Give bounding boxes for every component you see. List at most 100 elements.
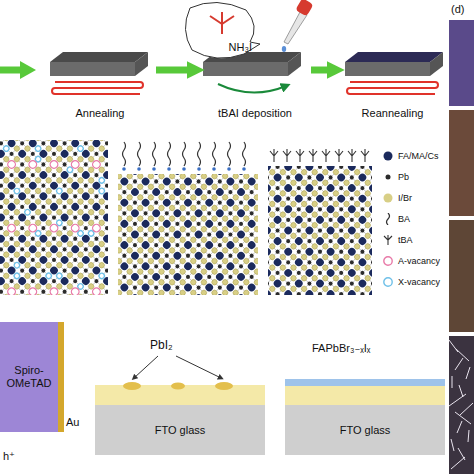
pb-atom [104, 140, 108, 146]
a-cation [268, 204, 272, 215]
a-cation [214, 229, 225, 240]
a-cation [304, 289, 315, 295]
a-cation [193, 174, 204, 176]
pb-atom [228, 253, 234, 259]
pb-atom [9, 236, 15, 242]
ba-head [137, 167, 141, 171]
a-cation [172, 229, 183, 240]
node-text: FTO glass [155, 424, 206, 437]
pb-atom [83, 162, 89, 168]
a-cation [17, 255, 28, 266]
pb-atom [19, 225, 25, 231]
a-cation [49, 202, 60, 213]
a-vacancy [49, 286, 60, 295]
a-cation [70, 244, 81, 255]
pb-atom [349, 175, 355, 181]
a-cation [27, 140, 38, 149]
perovskite-lattice [268, 166, 372, 295]
pb-atom [285, 217, 291, 223]
a-cation [118, 174, 119, 176]
pb-atom [153, 242, 159, 248]
perovskite-lattice [118, 174, 258, 295]
a-cation [38, 233, 49, 244]
leader-line [134, 356, 158, 378]
a-cation [315, 193, 326, 204]
pb-atom [9, 215, 15, 221]
a-cation [257, 293, 258, 295]
pb-atom [0, 268, 4, 274]
a-cation [304, 246, 315, 257]
ba-head [182, 167, 186, 171]
ba-head [167, 167, 171, 171]
pb-atom [285, 281, 291, 287]
pb-atom [62, 289, 68, 295]
a-cation [346, 268, 357, 279]
a-cation [151, 250, 162, 261]
drawing-part [282, 46, 286, 52]
legend-text: FA/MA/Cs [398, 151, 439, 161]
a-cation [272, 172, 283, 183]
legend-text: X-vacancy [398, 277, 440, 287]
pb-atom [41, 268, 47, 274]
pb-atom [238, 200, 244, 206]
pb-atom [228, 274, 234, 280]
pbi2-grain [215, 382, 233, 390]
pb-atom [185, 210, 191, 216]
a-cation [172, 187, 183, 198]
octahedra-lines [0, 140, 108, 295]
pb-atom [83, 204, 89, 210]
crystal-needle [451, 439, 454, 451]
pb-atom [94, 278, 100, 284]
pb-atom [19, 140, 25, 146]
ba-chain [213, 142, 216, 166]
pb-atom [217, 200, 223, 206]
a-cation [336, 257, 347, 268]
a-cation [204, 282, 215, 293]
a-cation [183, 261, 194, 272]
a-cation [268, 225, 272, 236]
pb-atom [0, 204, 4, 210]
pb-atom [94, 236, 100, 242]
a-cation [236, 272, 247, 283]
a-cation [346, 204, 357, 215]
a-cation [17, 233, 28, 244]
pb-atom [307, 196, 313, 202]
pb-atom [275, 166, 281, 170]
pb-atom [338, 206, 344, 212]
pb-atom [296, 291, 302, 295]
crystal-needles [449, 340, 473, 469]
a-cation [368, 166, 372, 172]
a-cation [325, 268, 336, 279]
pb-atom [349, 238, 355, 244]
pb-atom [72, 151, 78, 157]
pb-atom [30, 193, 36, 199]
pb-atom [307, 259, 313, 265]
a-cation [140, 282, 151, 293]
pb-atom [206, 274, 212, 280]
node-text: NH₃I [229, 41, 252, 54]
a-cation [130, 250, 141, 261]
a-cation [59, 276, 70, 287]
a-cation [80, 191, 91, 202]
process-step: tBAI deposition [200, 48, 310, 122]
tba-molecule [296, 149, 304, 162]
a-cation [38, 191, 49, 202]
pb-atom [238, 242, 244, 248]
pb-atom [328, 196, 334, 202]
tba-molecule [283, 149, 291, 162]
a-vacancy [49, 159, 60, 170]
legend-row: X-vacancy [382, 276, 440, 288]
a-cation [304, 225, 315, 236]
pb-atom [104, 268, 108, 274]
pb-atom [153, 285, 159, 291]
pb-atom [328, 217, 334, 223]
pb-atom [317, 166, 323, 170]
pb-atom [94, 257, 100, 263]
a-cation [91, 265, 102, 276]
pb-atom [249, 189, 255, 195]
process-arrow [156, 67, 192, 74]
pb-atom [132, 263, 138, 269]
a-cation [225, 240, 236, 251]
pb-atom [238, 221, 244, 227]
pb-atom [206, 210, 212, 216]
